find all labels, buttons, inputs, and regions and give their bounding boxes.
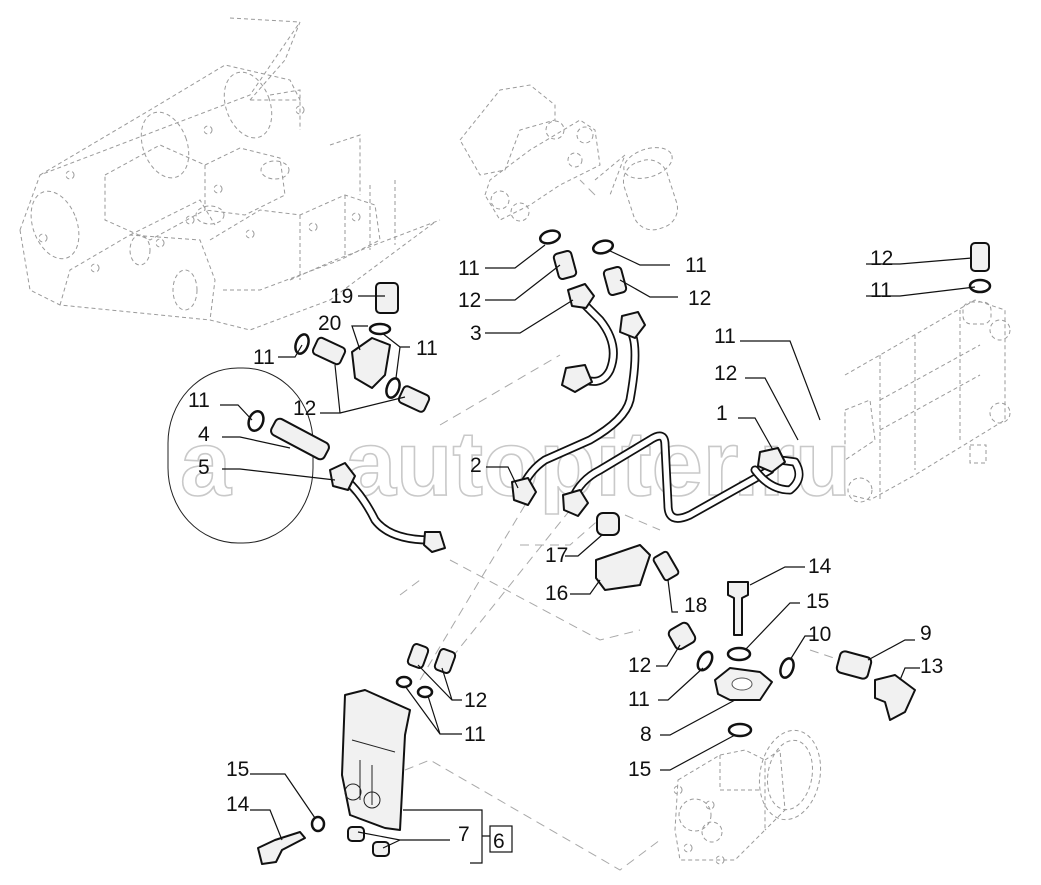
callout-label: 19 [330,285,353,308]
callout-label: 14 [808,555,832,578]
callout-label: 10 [808,623,831,646]
filter-head-ghost [459,84,678,231]
group-box [489,825,513,853]
pipe-2 [562,431,804,523]
group-box-label: 6 [493,830,505,853]
callout-label: 11 [416,337,438,360]
callout-label: 7 [458,823,470,846]
callout-label: 12 [458,289,481,312]
callout-label: 11 [714,325,736,348]
callout-label: 11 [685,254,707,277]
callout-label: 15 [806,590,829,613]
callout-label: 8 [640,723,652,746]
callout-label: 13 [920,655,943,678]
callout-label: 11 [464,723,486,746]
watermark-logo-letter: a [180,413,232,515]
callout-label: 1 [716,402,728,425]
callout-label: 12 [688,287,711,310]
callout-labels: 11 12 3 11 12 12 11 19 20 11 11 12 11 4 … [188,247,943,846]
callout-label: 4 [198,423,210,446]
manifold-ghost [844,299,1011,503]
callout-label: 12 [293,397,316,420]
callout-label: 12 [714,362,737,385]
leader-lines [220,244,976,864]
callout-label: 9 [920,622,932,645]
part-glyphs [247,229,992,865]
pipe-5 [329,462,446,553]
engine-block-ghost [19,17,441,331]
callout-label: 3 [470,322,482,345]
callout-label: 16 [545,582,568,605]
callout-label: 12 [870,247,893,270]
callout-label: 15 [226,758,249,781]
callout-label: 2 [470,454,482,477]
watermark: a autopiter.ru [167,367,852,544]
callout-label: 11 [253,346,275,369]
callout-label: 18 [684,594,707,617]
callout-label: 15 [628,758,651,781]
pipe-upper-long [511,311,646,506]
pump-ghost [673,725,822,865]
callout-label: 11 [188,389,210,412]
callout-label: 20 [318,312,341,335]
callout-label: 17 [545,544,568,567]
callout-label: 5 [198,456,210,479]
callout-label: 12 [628,654,651,677]
callout-label: 11 [458,257,480,280]
pipe-3 [561,283,618,393]
callout-label: 12 [464,689,487,712]
callout-label: 14 [226,793,250,816]
callout-label: 11 [628,688,650,711]
assembly-dashed-lines [399,179,841,871]
callout-label: 11 [870,279,892,302]
